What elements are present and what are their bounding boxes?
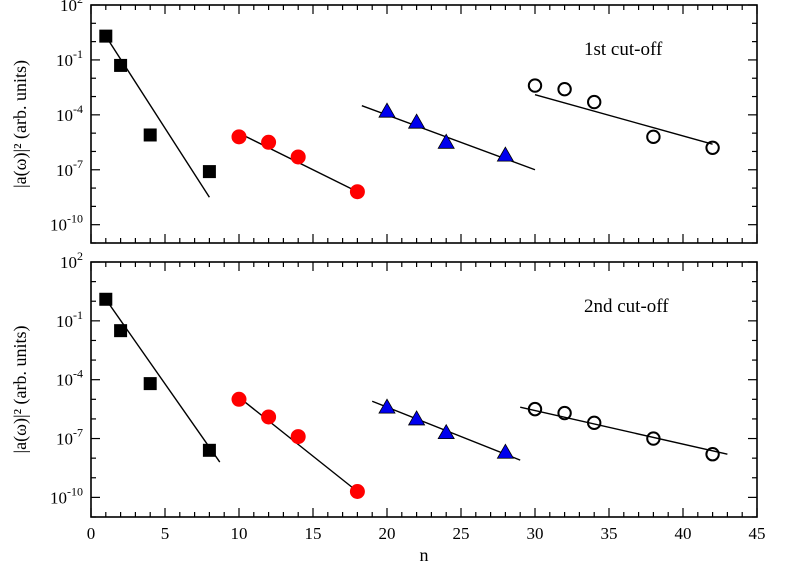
x-tick-label: 0 — [87, 524, 96, 543]
panel-bottom: 0 5 10 15 20 25 30 35 40 45 102 10-1 10-4 10-7 10-10 |a… — [10, 249, 766, 565]
data-point — [496, 443, 515, 459]
fit-line — [520, 406, 728, 455]
x-tick-label: 25 — [453, 524, 470, 543]
data-point — [587, 94, 602, 110]
y-axis-title: |a(ω)|² (arb. units) — [10, 326, 31, 454]
data-point — [202, 165, 216, 179]
data-series — [371, 398, 521, 461]
x-tick-label: 30 — [527, 524, 544, 543]
data-point — [349, 484, 365, 499]
panel-annotation: 1st cut-off — [584, 39, 663, 60]
data-point — [261, 134, 277, 150]
data-point — [557, 405, 572, 421]
data-point — [407, 410, 426, 426]
data-point — [527, 78, 543, 93]
y-tick-label: 10-10 — [50, 484, 83, 507]
data-point — [261, 409, 277, 425]
data-point — [527, 401, 543, 417]
data-point — [646, 129, 661, 145]
y-tick-label: 102 — [60, 0, 83, 15]
data-point — [587, 415, 602, 431]
data-point — [646, 431, 661, 446]
fit-line — [238, 396, 358, 493]
y-tick-label: 10-1 — [56, 47, 83, 70]
y-tick-label: 10-4 — [56, 367, 83, 390]
y-tick-label: 10-10 — [50, 212, 83, 235]
y-tick-label: 102 — [60, 249, 83, 272]
x-axis-title: n — [420, 545, 429, 565]
data-point — [349, 184, 365, 200]
data-point — [557, 82, 572, 97]
x-tick-label: 5 — [161, 524, 170, 543]
x-tick-label: 45 — [749, 524, 766, 543]
data-point — [705, 447, 720, 462]
data-point — [231, 129, 247, 145]
data-point — [378, 102, 396, 118]
panel-annotation: 2nd cut-off — [584, 296, 669, 317]
plot-frame — [90, 4, 758, 244]
y-tick-label: 10-7 — [56, 426, 83, 449]
data-point — [143, 377, 157, 391]
data-series — [99, 292, 221, 463]
data-series — [361, 102, 536, 171]
data-point — [99, 292, 113, 306]
data-point — [437, 423, 455, 440]
y-tick-label: 10-7 — [56, 157, 83, 180]
data-series — [231, 391, 365, 499]
fit-line — [105, 298, 221, 463]
data-point — [705, 140, 720, 156]
data-point — [378, 398, 396, 414]
data-point — [290, 149, 306, 165]
y-tick-label: 10-4 — [56, 102, 83, 125]
data-point — [437, 133, 455, 149]
data-point — [202, 443, 216, 457]
data-point — [143, 128, 157, 142]
data-series — [527, 78, 720, 156]
fit-line — [534, 94, 713, 145]
data-point — [231, 391, 247, 407]
x-tick-label: 40 — [675, 524, 692, 543]
y-tick-label: 10-1 — [56, 308, 83, 331]
x-tick-label: 20 — [379, 524, 396, 543]
y-axis-title: |a(ω)|² (arb. units) — [10, 60, 31, 188]
data-series — [99, 29, 216, 198]
data-series — [231, 129, 365, 200]
data-point — [114, 324, 128, 338]
data-point — [496, 146, 515, 162]
panel-top: 102 10-1 10-4 10-7 10-10 |a(ω)|² (arb. units)… — [10, 0, 758, 244]
data-point — [407, 113, 426, 129]
plot-frame — [90, 261, 758, 518]
data-point — [290, 429, 306, 445]
data-series — [520, 401, 728, 462]
x-tick-label: 15 — [305, 524, 322, 543]
data-point — [114, 58, 128, 72]
data-point — [99, 29, 113, 43]
x-tick-label: 10 — [231, 524, 248, 543]
x-tick-label: 35 — [601, 524, 618, 543]
